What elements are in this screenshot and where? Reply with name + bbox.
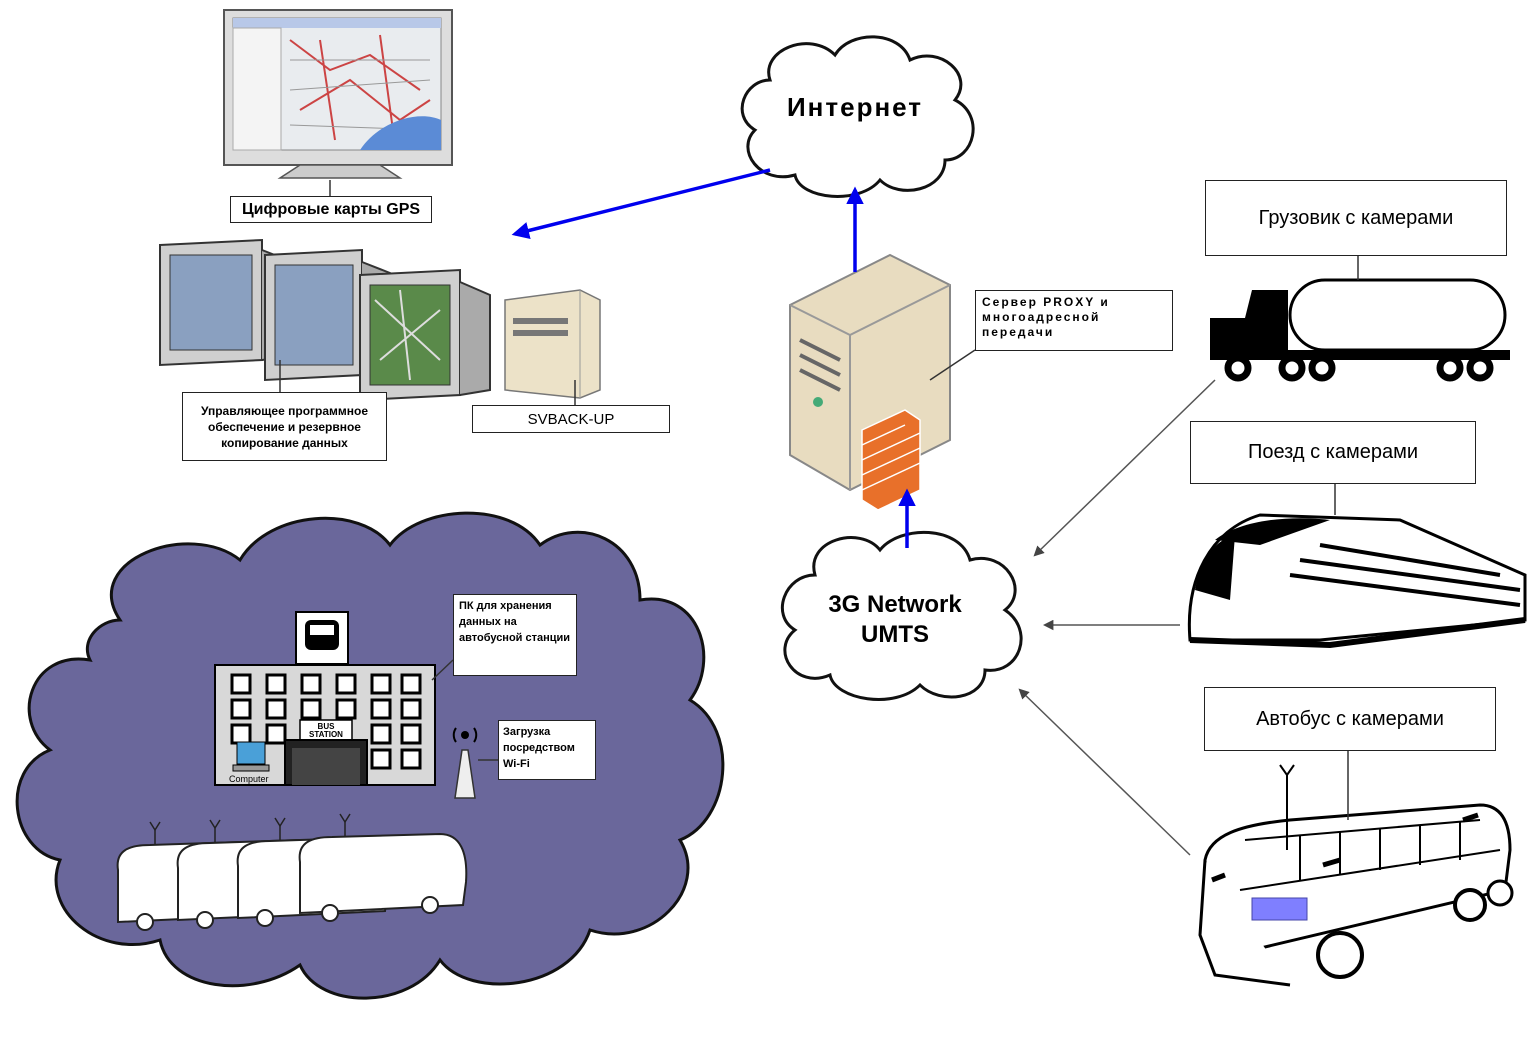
parked-buses — [116, 813, 468, 931]
blue-arrows — [511, 168, 916, 548]
gps-maps-label: Цифровые карты GPS — [230, 196, 432, 223]
camera-bus — [1198, 764, 1514, 987]
proxy-server — [789, 253, 951, 511]
internet-cloud — [740, 35, 975, 198]
bus-label: Автобус с камерами — [1204, 687, 1496, 751]
arrow-internet-to-control — [511, 168, 771, 240]
truck-label: Грузовик с камерами — [1205, 180, 1507, 256]
wifi-antenna — [452, 727, 478, 799]
proxy-server-label: Сервер PROXY и многоадресной передачи — [975, 290, 1173, 351]
truck — [1210, 278, 1510, 382]
train — [1187, 513, 1527, 649]
network-label: 3G Network UMTS — [795, 590, 995, 650]
svback-label: SVBACK-UP — [472, 405, 670, 433]
arrow-bus-to-3g — [1018, 688, 1191, 856]
computer-caption: Computer — [229, 774, 269, 784]
internet-label: Интернет — [786, 92, 924, 122]
network-label-line2: UMTS — [861, 621, 929, 648]
bus-station-building — [214, 611, 436, 786]
bus-station-sign: BUS STATION — [309, 722, 343, 739]
train-label: Поезд с камерами — [1190, 421, 1476, 484]
pc-storage-label: ПК для хранения данных на автобусной ста… — [453, 594, 577, 676]
crt-monitors — [159, 238, 491, 402]
backup-server — [504, 289, 601, 399]
management-software-label: Управляющее программное обеспечение и ре… — [182, 392, 387, 461]
gray-arrows — [1018, 379, 1216, 856]
arrow-truck-to-3g — [1033, 379, 1216, 557]
label-connectors — [279, 180, 1359, 820]
gps-map-monitor — [223, 9, 453, 179]
network-cloud — [780, 530, 1023, 701]
network-label-line1: 3G Network — [828, 591, 962, 618]
wifi-upload-label: Загрузка посредством Wi-Fi — [498, 720, 596, 780]
